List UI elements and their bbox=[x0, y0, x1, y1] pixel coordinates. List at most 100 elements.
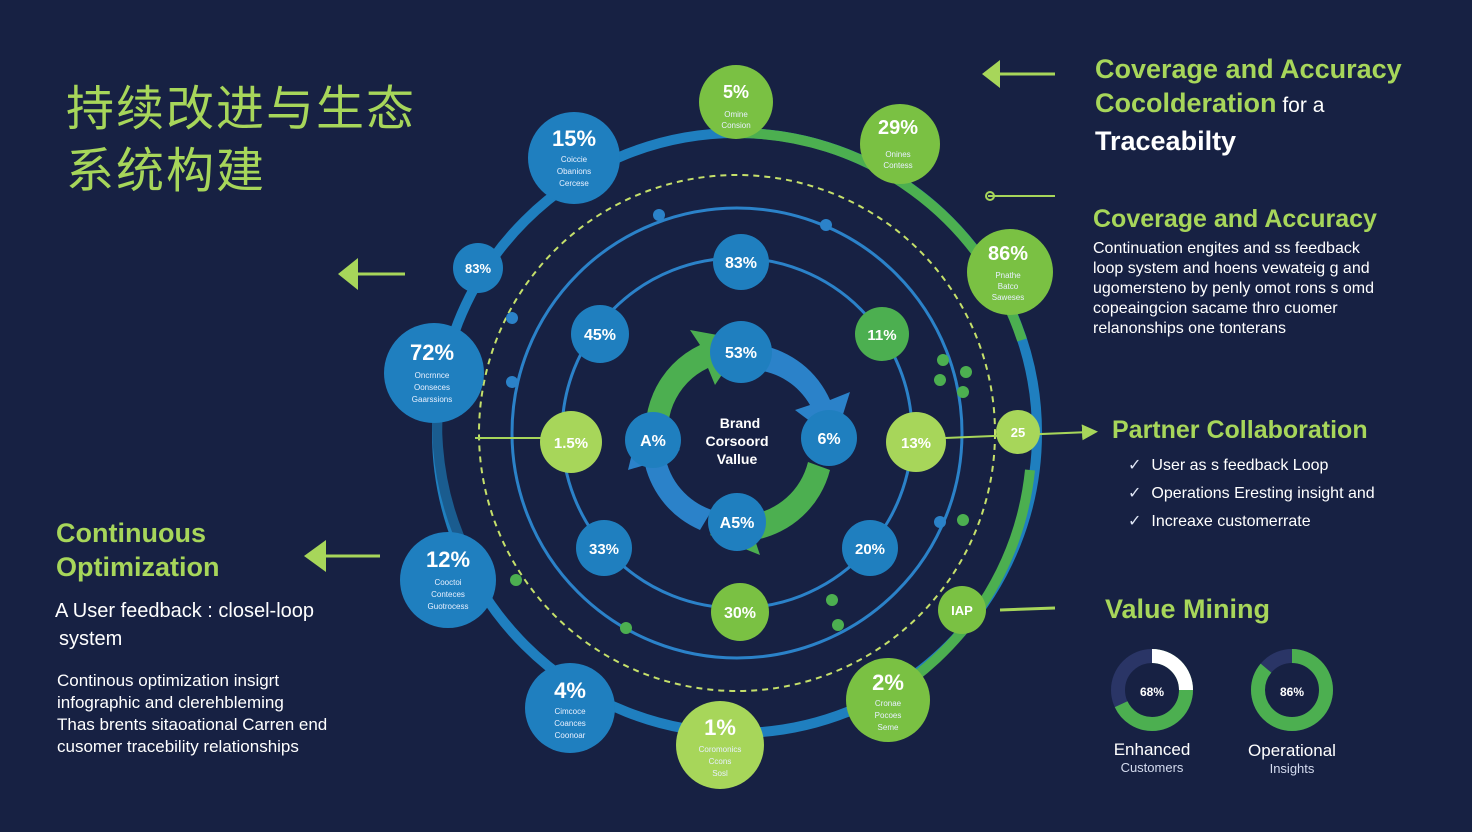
coverage-heading-line-1: Coverage and Accuracy bbox=[1095, 54, 1402, 84]
inner-node: 45% bbox=[571, 305, 629, 363]
coverage-accuracy-heading: Coverage and Accuracy bbox=[1093, 205, 1377, 233]
middle-ring bbox=[510, 206, 964, 660]
outer-node: 15% Coiccie Obanions Cercese bbox=[528, 112, 620, 204]
outer-node: 12% Cooctoi Conteces Guotrocess bbox=[400, 532, 496, 628]
inner-node: 53% bbox=[710, 321, 772, 383]
outer-node: 4% Cimcoce Coances Coonoar bbox=[525, 663, 615, 753]
node-percent: 6% bbox=[817, 431, 840, 448]
outer-node: 2% Cronae Pocoes Seme bbox=[846, 658, 930, 742]
partner-list-item: ✓Operations Eresting insight and bbox=[1128, 485, 1375, 502]
node-percent: 30% bbox=[724, 605, 756, 622]
gauge-value: 68% bbox=[1140, 685, 1164, 699]
node-caption: Onines bbox=[885, 150, 910, 159]
body-line: ugomersteno by penly omot rons s omd bbox=[1093, 280, 1375, 297]
node-percent: 53% bbox=[725, 345, 757, 362]
node-percent: A5% bbox=[720, 515, 755, 532]
continuous-heading-line-1: Continuous bbox=[56, 518, 206, 548]
page-title-line-1: 持续改进与生态 bbox=[66, 81, 417, 137]
outer-node: 5% Omine Consion bbox=[699, 65, 773, 139]
node-percent: 86% bbox=[988, 243, 1028, 265]
node-percent: 12% bbox=[426, 547, 470, 572]
node-caption: Cimcoce bbox=[554, 707, 586, 716]
node-percent: 83% bbox=[465, 261, 491, 276]
arrow-left-lower bbox=[304, 540, 380, 572]
node-percent: 11% bbox=[867, 327, 896, 344]
value-mining-heading: Value Mining bbox=[1105, 594, 1271, 624]
gauge-operational-insights: 86% bbox=[1251, 649, 1333, 731]
node-percent: 29% bbox=[878, 117, 918, 139]
gauge-label-enhanced: Enhanced Customers bbox=[1113, 740, 1191, 775]
coverage-heading-white: for a bbox=[1276, 94, 1325, 117]
outer-node: 72% Oncrnnce Oonseces Gaarssions bbox=[384, 323, 484, 423]
continuous-optimization-block: Continuous Optimization bbox=[56, 516, 336, 584]
node-percent: 13% bbox=[901, 435, 931, 452]
node-caption: Omine bbox=[724, 110, 748, 119]
center-label-line-3: Vallue bbox=[717, 451, 758, 467]
inner-node: 33% bbox=[576, 520, 632, 576]
node-percent: A% bbox=[640, 433, 666, 450]
gauge-label-operational: Operational Insights bbox=[1248, 741, 1336, 776]
body-line: copeaingcion sacame thro cuomer bbox=[1093, 300, 1338, 317]
node-caption: Coiccie bbox=[561, 155, 588, 164]
decor-dots bbox=[506, 209, 972, 634]
body-line: Thas brents sitaoational Carren end bbox=[57, 715, 328, 734]
outer-node: 86% Pnathe Batco Saweses bbox=[967, 229, 1053, 315]
node-percent: 1% bbox=[704, 715, 736, 740]
body-line: cusomer tracebility relationships bbox=[57, 737, 299, 756]
page-title-cn: 持续改进与生态 系统构建 bbox=[66, 78, 416, 202]
inner-node: A5% bbox=[708, 493, 766, 551]
inner-node: 83% bbox=[713, 234, 769, 290]
node-percent: 72% bbox=[410, 340, 454, 365]
outer-node: IAP bbox=[938, 586, 986, 634]
coverage-heading-green: Cocolderation bbox=[1095, 88, 1277, 118]
node-percent: 15% bbox=[552, 126, 596, 151]
outer-node: 1.5% bbox=[540, 411, 602, 473]
check-icon: ✓ bbox=[1128, 485, 1142, 502]
node-percent: 25 bbox=[1011, 425, 1025, 440]
center-label-line-2: Corsoord bbox=[706, 433, 769, 449]
node-caption: Seme bbox=[878, 723, 899, 732]
node-percent: 20% bbox=[855, 541, 885, 558]
node-caption: Guotrocess bbox=[428, 602, 469, 611]
inner-node: 20% bbox=[842, 520, 898, 576]
outer-node: 25 bbox=[996, 410, 1040, 454]
node-caption: Cronae bbox=[875, 699, 902, 708]
node-caption: Pocoes bbox=[875, 711, 902, 720]
node-percent: 1.5% bbox=[554, 435, 588, 452]
inner-node: 6% bbox=[801, 410, 857, 466]
page-title-line-2: 系统构建 bbox=[66, 143, 267, 199]
outer-node: 13% bbox=[886, 412, 946, 472]
gauge-value: 86% bbox=[1280, 685, 1304, 699]
outer-node: 83% bbox=[453, 243, 503, 293]
outer-node: 1% Coromonics Ccons Sosl bbox=[676, 701, 764, 789]
coverage-accuracy-block: Coverage and Accuracy Continuation engit… bbox=[1093, 203, 1463, 339]
coverage-traceability-block: Coverage and Accuracy Cocolderation for … bbox=[1095, 52, 1455, 159]
node-caption: Saweses bbox=[992, 293, 1024, 302]
outer-node: 29% Onines Contess bbox=[860, 104, 940, 184]
body-line: Continous optimization insigrt bbox=[57, 671, 280, 690]
node-caption: Coromonics bbox=[699, 745, 742, 754]
continuous-heading-line-2: Optimization bbox=[56, 552, 220, 582]
coverage-heading-line-2: Cocolderation for a bbox=[1095, 86, 1455, 123]
node-percent: IAP bbox=[951, 603, 973, 618]
node-caption: Cooctoi bbox=[434, 578, 461, 587]
node-caption: Coonoar bbox=[555, 731, 586, 740]
coverage-accuracy-body: Continuation engites and ss feedback loo… bbox=[1093, 239, 1463, 339]
node-caption: Oonseces bbox=[414, 383, 450, 392]
node-caption: Pnathe bbox=[995, 271, 1021, 280]
center-label-line-1: Brand bbox=[720, 415, 760, 431]
arrow-top-right bbox=[982, 60, 1055, 88]
inner-node: A% bbox=[625, 412, 681, 468]
node-caption: Sosl bbox=[712, 769, 728, 778]
partner-collaboration-block: Partner Collaboration ✓User as s feedbac… bbox=[1112, 414, 1462, 536]
gauge-enhanced-customers: 68% bbox=[1111, 649, 1193, 731]
node-caption: Obanions bbox=[557, 167, 591, 176]
inner-node: 11% bbox=[855, 307, 909, 361]
dashed-ring bbox=[478, 174, 996, 692]
body-line: Continuation engites and ss feedback bbox=[1093, 240, 1360, 257]
node-caption: Batco bbox=[998, 282, 1019, 291]
coverage-heading-line-3: Traceabilty bbox=[1095, 126, 1237, 156]
node-caption: Conteces bbox=[431, 590, 465, 599]
continuous-body: Continous optimization insigrt infograph… bbox=[57, 670, 367, 758]
